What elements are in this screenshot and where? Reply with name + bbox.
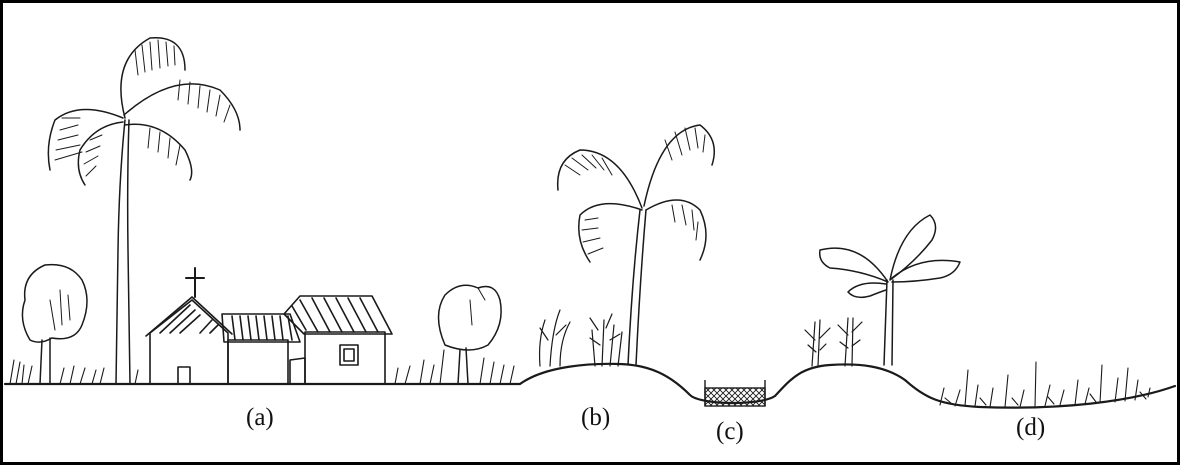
palm-tree-b (558, 125, 715, 365)
trench-net (705, 380, 765, 406)
village-buildings (146, 268, 392, 384)
middle-door (290, 358, 305, 384)
church-cross (186, 268, 204, 297)
church (150, 300, 228, 384)
label-c: (c) (716, 418, 744, 446)
small-tree-right (439, 285, 502, 384)
crops-d (805, 318, 862, 366)
right-house (305, 332, 385, 384)
label-b: (b) (581, 404, 610, 432)
label-a: (a) (246, 404, 274, 432)
crops-b (540, 310, 622, 366)
grass-a (10, 350, 514, 384)
church-door (178, 367, 190, 384)
house-window (340, 345, 358, 365)
label-d: (d) (1016, 414, 1045, 442)
ground-profile (5, 364, 1175, 408)
middle-house (228, 340, 288, 384)
